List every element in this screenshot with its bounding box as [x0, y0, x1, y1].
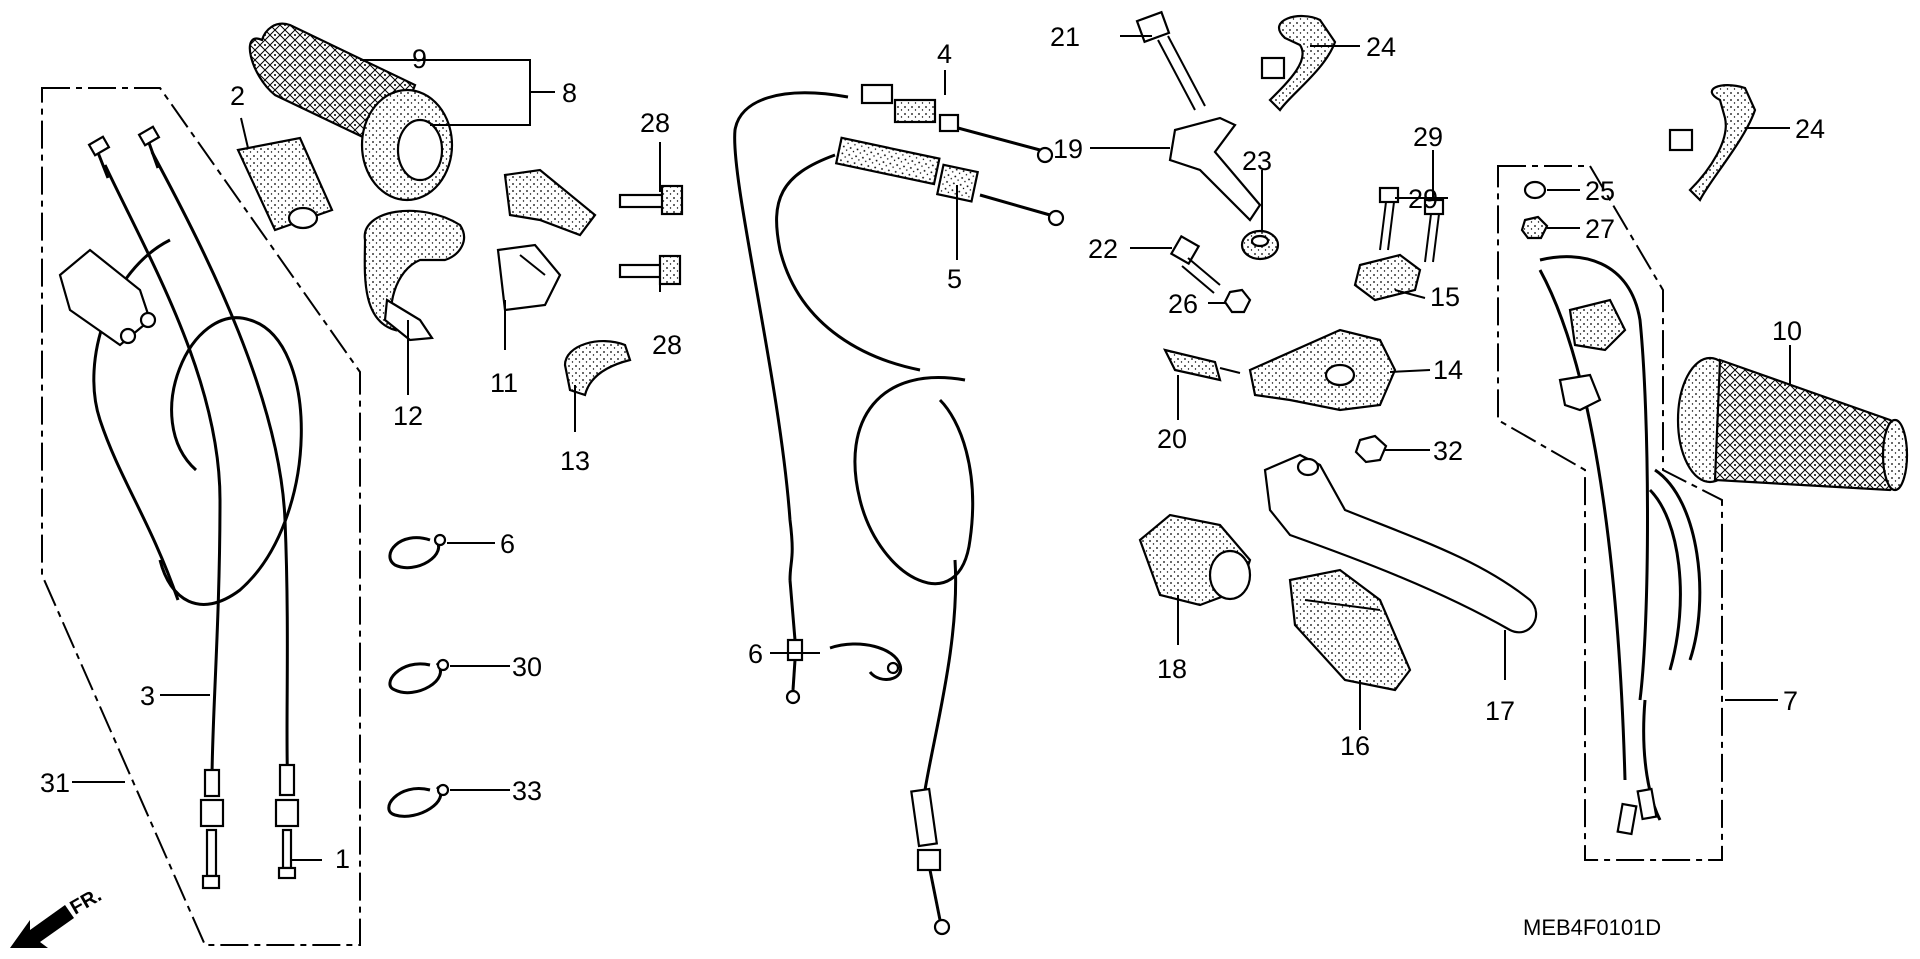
collar-23 — [1240, 229, 1280, 261]
throttle-housing-upper-12 — [363, 209, 466, 342]
callout-24-lower: 24 — [1795, 114, 1825, 144]
nut-26 — [1223, 288, 1252, 314]
callout-4: 4 — [937, 39, 952, 69]
callout-19: 19 — [1053, 134, 1083, 164]
switch-harness-group-box — [1497, 165, 1723, 861]
callout-2: 2 — [230, 81, 245, 111]
callout-31: 31 — [40, 768, 70, 798]
cable-clip-6-left — [388, 533, 447, 570]
bolts-29 — [1378, 186, 1445, 263]
callout-24-upper: 24 — [1366, 32, 1396, 62]
cable-joint-part-2 — [236, 136, 334, 232]
callout-30: 30 — [512, 652, 542, 682]
callout-26: 26 — [1168, 289, 1198, 319]
hot-start-lever-18 — [1138, 513, 1252, 607]
callout-11: 11 — [490, 368, 518, 398]
clutch-bolt-22 — [1169, 234, 1221, 294]
clutch-cable-band-24-lower — [1668, 84, 1757, 202]
washer-27 — [1520, 215, 1549, 240]
callout-labels: 1 2 3 4 5 6 6 7 8 9 10 11 12 13 14 15 16… — [40, 22, 1825, 874]
screw-25 — [1523, 180, 1547, 200]
clutch-bolt-21 — [1135, 10, 1206, 111]
callout-21: 21 — [1050, 22, 1080, 52]
nut-32 — [1354, 434, 1388, 464]
callout-27: 27 — [1585, 214, 1615, 244]
cable-adjuster-box — [58, 248, 157, 347]
throttle-housing-lower-11 — [496, 168, 597, 312]
front-direction-arrow-icon — [10, 905, 74, 948]
callout-29-left: 29 — [1408, 184, 1438, 214]
callout-10: 10 — [1772, 316, 1802, 346]
bolt-28-lower — [618, 254, 682, 286]
lever-holder-clamp-15 — [1353, 253, 1422, 302]
callout-22: 22 — [1088, 234, 1118, 264]
callout-23: 23 — [1242, 146, 1272, 176]
clutch-cable-band-24-upper — [1260, 14, 1337, 112]
callout-20: 20 — [1157, 424, 1187, 454]
callout-13: 13 — [560, 446, 590, 476]
callout-7: 7 — [1783, 686, 1798, 716]
callout-18: 18 — [1157, 654, 1187, 684]
diagram-code: MEB4F0101D — [1523, 915, 1661, 940]
clutch-cable-5 — [775, 136, 1065, 936]
callout-6-left: 6 — [500, 529, 515, 559]
callout-25: 25 — [1585, 176, 1615, 206]
leader-lines — [72, 35, 1791, 861]
callout-3: 3 — [140, 681, 155, 711]
cable-clip-33 — [387, 783, 450, 818]
cable-clip-6-center — [829, 642, 903, 681]
callout-12: 12 — [393, 401, 423, 431]
engine-stop-switch-7 — [1538, 255, 1702, 836]
lever-holder-14 — [1248, 328, 1397, 412]
bolt-28-upper — [618, 184, 684, 216]
callout-15: 15 — [1430, 282, 1460, 312]
clutch-arm-19 — [1168, 116, 1262, 222]
cable-clip-30 — [388, 658, 450, 695]
throttle-cover-13 — [563, 340, 632, 397]
callout-33: 33 — [512, 776, 542, 806]
callout-28-lower: 28 — [652, 330, 682, 360]
throttle-cable-3 — [87, 135, 225, 890]
throttle-cable-1 — [92, 125, 303, 880]
lever-holder-cover-16 — [1288, 568, 1412, 692]
callout-6-center: 6 — [748, 639, 763, 669]
callout-28-upper: 28 — [640, 108, 670, 138]
callout-29-right: 29 — [1413, 122, 1443, 152]
clutch-adjuster-20 — [1162, 348, 1241, 382]
callout-9: 9 — [412, 44, 427, 74]
callout-17: 17 — [1485, 696, 1515, 726]
callout-16: 16 — [1340, 731, 1370, 761]
callout-14: 14 — [1433, 355, 1463, 385]
throttle-cable-group-box — [41, 87, 361, 946]
front-mark-label: FR. — [67, 884, 106, 919]
clutch-lever-17 — [1263, 453, 1538, 634]
handlebar-grip-10 — [1676, 356, 1909, 492]
callout-5: 5 — [947, 264, 962, 294]
callout-32: 32 — [1433, 436, 1463, 466]
hot-start-cable-4 — [733, 83, 1054, 705]
throttle-grip-assembly — [248, 22, 454, 202]
callout-8: 8 — [562, 78, 577, 108]
callout-1: 1 — [335, 844, 350, 874]
